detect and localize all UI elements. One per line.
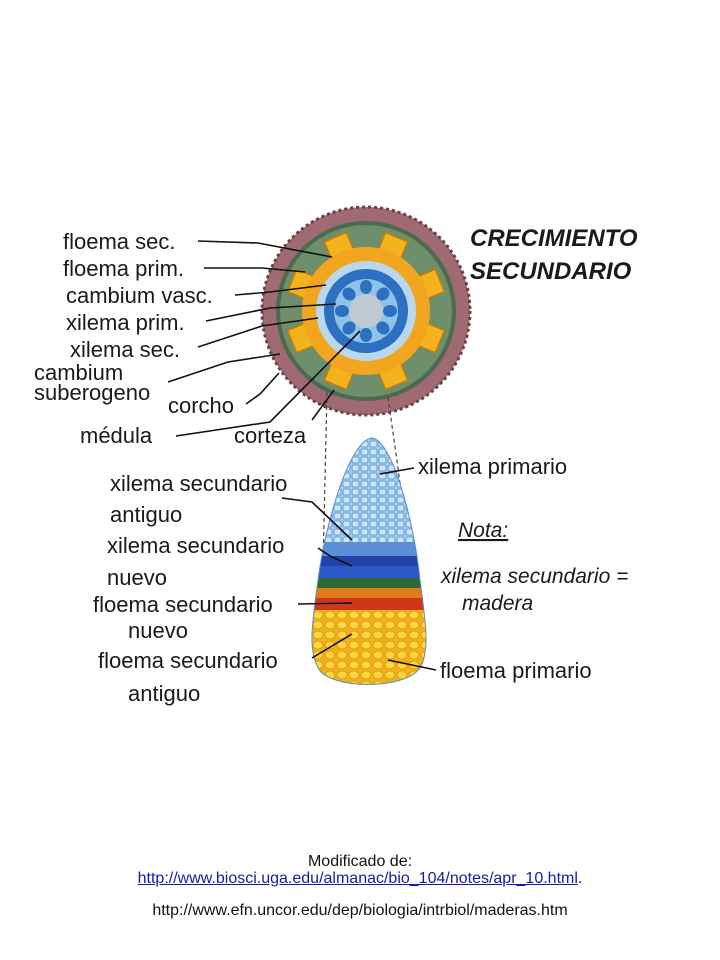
leader-floema-sec-antiguo <box>311 633 353 659</box>
stem-cross-section <box>260 205 472 417</box>
leader-xilema-prim <box>205 303 337 322</box>
new-secondary-phloem <box>311 588 427 598</box>
xylem-point <box>342 287 356 301</box>
label-floema-sec-nuevo-1: floema secundario <box>93 592 273 617</box>
xylem-point <box>383 305 397 317</box>
title-line-2: SECUNDARIO <box>470 258 632 285</box>
old-secondary-phloem-cells <box>311 610 427 685</box>
label-floema-sec-nuevo-2: nuevo <box>128 618 188 643</box>
title-line-1: CRECIMIENTO <box>470 225 638 252</box>
label-xilema-sec-antiguo-1: xilema secundario <box>110 471 287 496</box>
leader-xilema-sec-nuevo <box>317 547 353 567</box>
primary-xylem-points <box>335 280 397 342</box>
xylem-point <box>360 280 372 294</box>
stem-leader-lines <box>167 240 361 437</box>
source-link-1[interactable]: http://www.biosci.uga.edu/almanac/bio_10… <box>137 870 578 887</box>
label-xilema-sec-nuevo-2: nuevo <box>107 565 167 590</box>
note-line-2: madera <box>462 592 533 615</box>
xylem-point <box>360 328 372 342</box>
label-floema-sec-antiguo-2: antiguo <box>128 681 200 706</box>
label-cambium-vasc: cambium vasc. <box>66 283 213 308</box>
cambium-band <box>311 578 427 588</box>
label-xilema-primario: xilema primario <box>418 454 567 479</box>
footer-source-2: http://www.efn.uncor.edu/dep/biologia/in… <box>152 902 568 919</box>
label-medula: médula <box>80 423 153 448</box>
wedge-leader-lines <box>281 467 437 671</box>
footer-source-1: http://www.biosci.uga.edu/almanac/bio_10… <box>0 870 720 888</box>
label-xilema-sec-nuevo-1: xilema secundario <box>107 533 284 558</box>
leader-floema-primario <box>387 659 437 671</box>
label-floema-primario: floema primario <box>440 658 592 683</box>
xylem-point <box>342 321 356 335</box>
leader-corcho <box>245 372 280 405</box>
leader-xilema-primario <box>379 467 415 475</box>
label-corteza: corteza <box>234 423 307 448</box>
vessel-row <box>311 542 427 556</box>
wedge-outline <box>311 437 427 685</box>
new-secondary-xylem-dark <box>311 556 427 566</box>
label-xilema-sec: xilema sec. <box>70 337 180 362</box>
footer-modified-from: Modificado de: <box>307 853 413 870</box>
old-secondary-xylem-cells <box>311 438 427 542</box>
leader-floema-prim <box>204 267 306 273</box>
leader-cambium-suberogeno <box>167 353 281 383</box>
pith <box>349 294 383 328</box>
leader-corteza <box>311 389 335 421</box>
xylem-point <box>376 287 390 301</box>
label-suberogeno: suberogeno <box>34 380 150 405</box>
note-line-1: xilema secundario = <box>440 565 628 588</box>
leader-xilema-sec <box>197 317 319 348</box>
label-xilema-sec-antiguo-2: antiguo <box>110 502 182 527</box>
leader-floema-sec-nuevo <box>297 602 353 605</box>
xylem-point <box>335 305 349 317</box>
xylem-point <box>376 321 390 335</box>
source-link-1-suffix: . <box>577 870 583 887</box>
leader-medula <box>175 330 361 437</box>
secondary-phloem-red <box>311 598 427 610</box>
leader-cambium-vasc <box>234 284 327 296</box>
label-cambium: cambium <box>34 360 123 385</box>
label-floema-sec-antiguo-1: floema secundario <box>98 648 278 673</box>
leader-floema-sec <box>197 240 333 258</box>
note-heading: Nota: <box>458 519 508 542</box>
leader-xilema-sec-antiguo <box>281 497 353 541</box>
label-xilema-prim: xilema prim. <box>66 310 185 335</box>
new-secondary-xylem <box>311 566 427 578</box>
label-floema-sec: floema sec. <box>63 229 176 254</box>
label-corcho: corcho <box>168 393 234 418</box>
label-floema-prim: floema prim. <box>63 256 184 281</box>
